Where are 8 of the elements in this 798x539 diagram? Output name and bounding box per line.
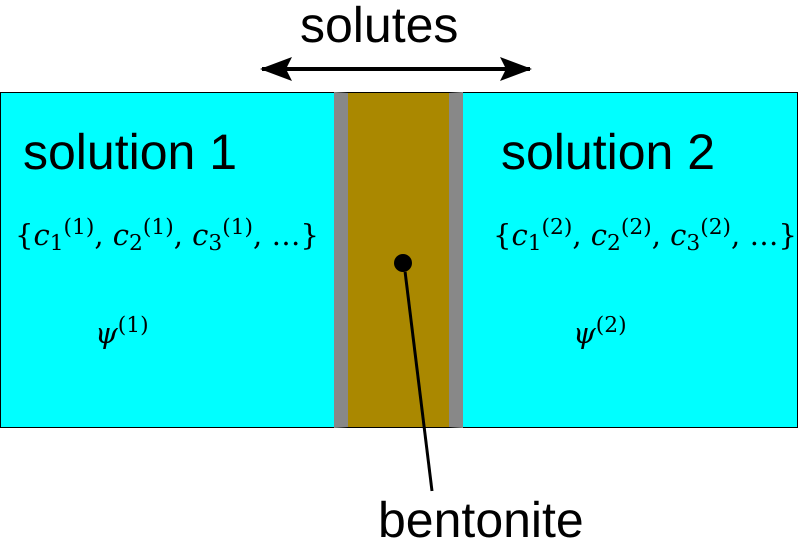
solution-title: solution 1 xyxy=(23,127,238,177)
solution-box xyxy=(0,92,335,428)
solution-title: solution 2 xyxy=(501,127,716,177)
solution-box xyxy=(462,92,798,428)
flow-label: solutes xyxy=(300,0,458,50)
leader-line xyxy=(404,272,434,492)
material-label: bentonite xyxy=(378,495,584,539)
bentonite-slab xyxy=(334,92,463,428)
